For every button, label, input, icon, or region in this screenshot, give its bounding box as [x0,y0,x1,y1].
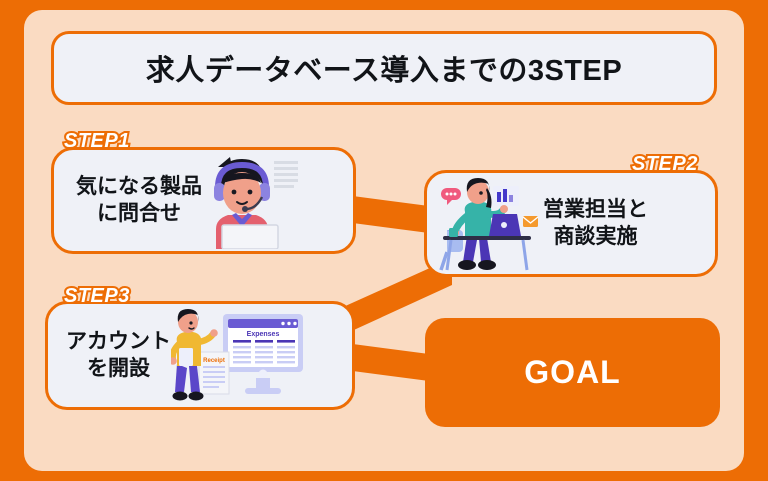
support-agent-illustration [202,153,302,249]
document-lines-icon [274,160,298,188]
step-badge-1: STEP1 [62,128,131,154]
page-title: 求人データベース導入までの3STEP [145,55,623,87]
bar-chart-icon [493,185,519,206]
step-badge-3: STEP3 [62,283,131,309]
chat-bubble-icon [441,187,461,205]
desk-laptop-illustration [437,174,543,274]
step-label-1: 気になる製品 に問合せ [76,174,202,225]
mail-icon [522,215,539,227]
title-box: 求人データベース導入までの3STEP [51,31,717,105]
step-card-1[interactable]: 気になる製品 に問合せ [51,147,356,254]
step-card-2[interactable]: 営業担当と 商談実施 [424,170,718,277]
step-card-3[interactable]: アカウント を開設 Expenses [45,301,355,410]
step-label-2: 営業担当と 商談実施 [543,197,648,248]
step-label-3: アカウント を開設 [66,329,171,380]
goal-box[interactable]: GOAL [425,318,720,427]
receipt-label-text: Receipt [203,358,225,364]
screen-header-text: Expenses [247,331,280,338]
step-badge-2: STEP2 [630,151,699,177]
account-setup-illustration: Expenses Receipt [171,308,309,404]
goal-label: GOAL [524,354,621,390]
